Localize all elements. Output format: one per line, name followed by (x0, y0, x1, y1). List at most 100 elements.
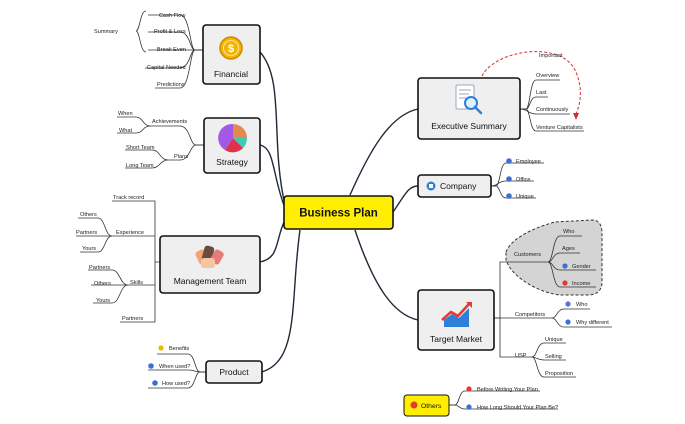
product-items: Benefits When used? How used? (148, 345, 190, 387)
plans-item[interactable]: Plans (174, 154, 188, 160)
relationship-arrowhead-icon (573, 113, 579, 120)
financial-label: Financial (214, 69, 248, 79)
financial-topic[interactable]: $ Financial (202, 24, 261, 85)
unique-item[interactable]: Unique (516, 194, 534, 200)
why-different-item[interactable]: Why different (576, 320, 609, 326)
strategy-items: Achievements When What Plans Short Team … (118, 111, 188, 169)
when-used-item[interactable]: When used? (159, 364, 190, 370)
usp-unique-item[interactable]: Unique (545, 337, 563, 343)
product-branches (148, 353, 206, 389)
coin-rim-icon (223, 40, 239, 56)
customers-item[interactable]: Customers (514, 252, 541, 258)
ages-item[interactable]: Ages (562, 246, 575, 252)
market-branches (494, 235, 612, 378)
handshake-hands-icon (195, 245, 224, 268)
when-used-question-icon (148, 363, 154, 369)
capital-needed-item[interactable]: Capital Needed (147, 65, 186, 71)
market-label: Target Market (430, 334, 483, 344)
before-writing-stop-icon (466, 386, 472, 392)
employee-person-icon (506, 158, 512, 164)
financial-items: Summary Cash Flow Profit & Loss Break Ev… (94, 13, 186, 88)
dollar-sign-glyph: $ (228, 43, 234, 55)
relation-label[interactable]: Important (539, 53, 563, 59)
company-items: Employee Office Unique (506, 158, 541, 200)
unique-question-icon (506, 193, 512, 199)
office-item[interactable]: Office (516, 177, 531, 183)
company-label: Company (440, 181, 477, 191)
benefits-marker-icon (158, 345, 164, 351)
customers-who-item[interactable]: Who (563, 229, 575, 235)
selling-item[interactable]: Selling (545, 354, 562, 360)
management-branches (76, 200, 160, 323)
overview-item[interactable]: Overview (536, 73, 560, 79)
strategy-topic[interactable]: Strategy (203, 117, 261, 174)
gender-item[interactable]: Gender (572, 264, 591, 270)
others-marker-icon (410, 401, 418, 409)
strategy-label: Strategy (216, 157, 248, 167)
proposition-item[interactable]: Proposition (545, 371, 573, 377)
plan-length-item[interactable]: How Long Should Your Plan Be? (477, 405, 558, 411)
profit-loss-item[interactable]: Profit & Loss (154, 29, 186, 35)
main-connectors (259, 51, 419, 373)
experience-others-item[interactable]: Others (80, 212, 97, 218)
others-topic[interactable]: Others (403, 394, 450, 417)
building-window-icon (429, 184, 433, 188)
how-used-item[interactable]: How used? (162, 381, 190, 387)
experience-partners-item[interactable]: Partners (76, 230, 97, 236)
income-item[interactable]: Income (572, 281, 590, 287)
venture-capitalists-item[interactable]: Venture Capitalists (536, 125, 583, 131)
skills-item[interactable]: Skills (130, 280, 143, 286)
executive-topic[interactable]: Executive Summary (417, 77, 521, 140)
long-team-item[interactable]: Long Team (126, 163, 154, 169)
usp-item[interactable]: USP (515, 353, 527, 359)
before-writing-item[interactable]: Before Writing Your Plan (477, 387, 538, 393)
financial-branches (135, 10, 203, 89)
executive-label: Executive Summary (431, 121, 507, 131)
product-topic[interactable]: Product (205, 360, 263, 384)
last-item[interactable]: Last (536, 90, 547, 96)
market-topic[interactable]: Target Market (417, 289, 495, 351)
experience-item[interactable]: Experience (116, 230, 144, 236)
short-team-item[interactable]: Short Team (126, 145, 155, 151)
employee-item[interactable]: Employee (516, 159, 541, 165)
customers-boundary (505, 219, 603, 296)
cash-flow-item[interactable]: Cash Flow (159, 13, 186, 19)
how-used-question-icon (152, 380, 158, 386)
when-item[interactable]: When (118, 111, 133, 117)
executive-items: Overview Last Continuously Venture Capit… (536, 73, 583, 131)
break-even-item[interactable]: Break Even (157, 47, 186, 53)
document-search-icon (455, 84, 483, 115)
management-label: Management Team (174, 276, 247, 286)
predictions-item[interactable]: Predictions (157, 82, 185, 88)
what-item[interactable]: What (119, 128, 133, 134)
growth-chart-icon (441, 302, 472, 327)
product-label: Product (219, 367, 249, 377)
relationship-arrow (481, 51, 581, 115)
competitors-who-item[interactable]: Who (576, 302, 588, 308)
competitor-person-icon (565, 301, 571, 307)
others-label: Others (421, 403, 442, 410)
competitors-item[interactable]: Competitors (515, 312, 545, 318)
skills-others-item[interactable]: Others (94, 281, 111, 287)
track-record-item[interactable]: Track record (113, 195, 144, 201)
achievements-item[interactable]: Achievements (152, 119, 187, 125)
management-topic[interactable]: Management Team (159, 235, 261, 294)
skills-yours-item[interactable]: Yours (96, 298, 110, 304)
continuously-item[interactable]: Continuously (536, 107, 569, 113)
plan-length-question-icon (466, 404, 472, 410)
executive-branches (519, 79, 584, 132)
executive-relation: Important (481, 51, 581, 120)
office-location-icon (506, 176, 512, 182)
partners-item[interactable]: Partners (122, 316, 143, 322)
pie-chart-icon (218, 123, 248, 153)
management-items: Track record Experience Others Partners … (76, 195, 144, 322)
gender-person-icon (562, 263, 568, 269)
experience-yours-item[interactable]: Yours (82, 246, 96, 252)
summary-label[interactable]: Summary (94, 29, 118, 35)
market-items: Customers Who Ages Gender Income Competi… (514, 229, 609, 377)
root-topic[interactable]: Business Plan (283, 195, 394, 230)
benefits-item[interactable]: Benefits (169, 346, 189, 352)
skills-partners-item[interactable]: Partners (89, 265, 110, 271)
company-topic[interactable]: Company (417, 174, 492, 198)
